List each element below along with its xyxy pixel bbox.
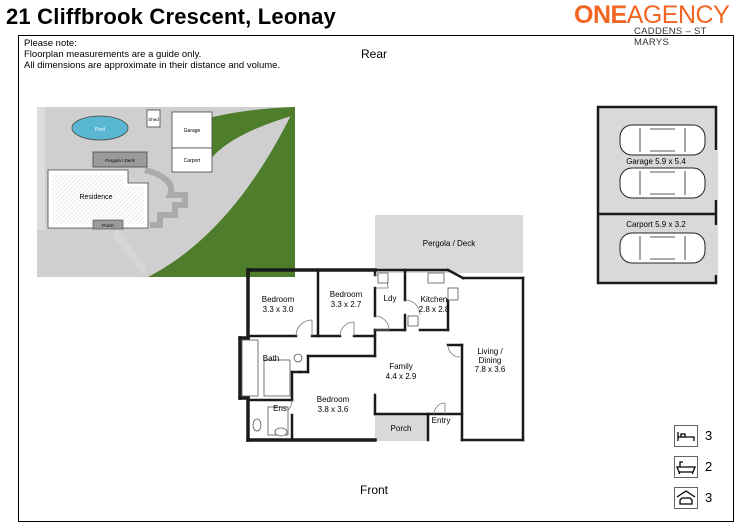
pergola-deck-area [375,215,523,273]
rear-label: Rear [361,47,388,61]
carport-label: Carport 5.9 x 3.2 [626,220,686,229]
logo-tagline: CADDENS – ST MARYS [634,26,707,48]
garage-car-1 [619,124,706,156]
bath-basin [293,353,303,363]
bed-icon [674,425,698,447]
living-name: Living / [477,347,503,356]
carport-car [619,232,706,264]
site-lawn-right [148,107,295,277]
garage-car-2 [619,167,706,199]
site-carport [171,147,213,173]
site-carport-label: Carport [184,158,201,164]
laundry-name: Ldy [384,294,397,303]
bedroom-count: 3 [705,428,713,443]
bathroom-count: 2 [705,459,713,474]
laundry-tub [377,272,389,284]
bathtub [241,339,259,397]
family-size: 4.4 x 2.9 [386,372,417,381]
note-line-approx: All dimensions are approximate in their … [24,60,281,71]
kitchen-fridge [447,287,459,301]
entry-name: Entry [432,416,451,425]
logo-word-agency: AGENCY [626,1,730,29]
site-pergola-label: Pergola / Deck [105,158,135,163]
outbuilding-plan: Garage 5.9 x 5.4 Carport 5.9 x 3.2 [596,105,718,285]
living-name-2: Dining [479,356,502,365]
note-line-guide: Floorplan measurements are a guide only. [24,49,202,60]
kitchen-sink [427,272,445,284]
disclaimer-note: Please note: Floorplan measurements are … [24,38,280,71]
bath-name: Bath [263,354,279,363]
bedroom1-size: 3.3 x 3.0 [263,305,294,314]
kitchen-cooktop [407,315,419,327]
floorplan-frame [18,35,734,522]
bedroom2-size: 3.3 x 2.7 [331,300,362,309]
bath-icon [674,456,698,478]
main-floorplan: Pergola / Deck Porch [238,215,525,442]
site-porch [92,219,124,230]
porch-area [375,414,428,441]
living-size: 7.8 x 3.6 [475,365,506,374]
site-porch-label: Porch [102,223,114,228]
property-address: 21 Cliffbrook Crescent, Leonay [6,4,336,29]
car-icon [674,487,698,509]
front-label: Front [360,483,389,497]
site-garage-label: Garage [184,128,201,134]
site-shed-label: Shed [148,117,159,122]
pergola-deck-label: Pergola / Deck [423,239,476,248]
site-pergola [92,151,148,168]
site-shed [146,109,161,128]
bedroom2-name: Bedroom [330,290,363,299]
porch-label: Porch [391,424,412,433]
bedroom3-size: 3.8 x 3.6 [318,405,349,414]
kitchen-name: Kitchen [421,295,448,304]
site-pool [71,115,129,141]
parking-count: 3 [705,490,713,505]
family-name: Family [389,362,413,371]
note-heading: Please note: [24,38,77,49]
site-residence-label: Residence [79,194,112,201]
bedroom3-name: Bedroom [317,395,350,404]
garage-label: Garage 5.9 x 5.4 [626,157,686,166]
ensuite-toilet [252,418,262,432]
bedroom1-name: Bedroom [262,295,295,304]
shower [263,359,291,397]
agency-logo: ONEAGENCY CADDENS – ST MARYS [574,1,734,48]
site-pool-label: Pool [95,127,105,133]
ensuite-name: Ens [273,404,287,413]
site-garage [171,111,213,149]
site-lawn-top [200,107,295,160]
kitchen-size: 2.8 x 2.8 [419,305,450,314]
site-plan: Pool Shed Garage Carport Pergola / Deck … [37,107,295,277]
logo-word-one: ONE [574,1,627,29]
